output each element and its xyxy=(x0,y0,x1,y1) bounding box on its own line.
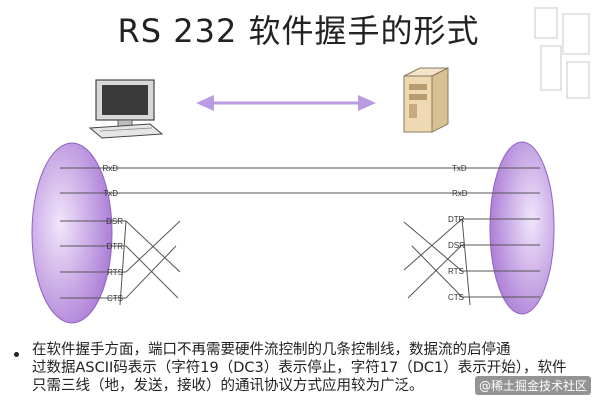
right-signal-cts: CTS xyxy=(448,293,464,302)
bullet-dot xyxy=(14,352,19,357)
right-signal-txd: TxD xyxy=(452,164,467,173)
computer-icon xyxy=(88,79,164,139)
source-watermark: @稀土掘金技术社区 xyxy=(474,376,591,395)
slide-title: RS 232 软件握手的形式 xyxy=(117,12,480,50)
left-signal-cts: CTS xyxy=(107,294,123,303)
server-icon xyxy=(403,67,449,133)
left-signal-rxd: RxD xyxy=(102,164,118,173)
right-signal-dtr: DTR xyxy=(448,215,465,224)
left-signal-dsr: DSR xyxy=(106,217,123,226)
description-paragraph: 在软件握手方面，端口不再需要硬件流控制的几条控制线，数据流的启停通 过数据ASC… xyxy=(32,341,592,395)
right-signal-dsr: DSR xyxy=(448,241,465,250)
paragraph-line-3: 只需三线（地，发送，接收）的通讯协议方式应用较为广泛。 xyxy=(32,378,424,394)
left-loopback-dtr-cts xyxy=(125,245,179,299)
paragraph-line-1: 在软件握手方面，端口不再需要硬件流控制的几条控制线，数据流的启停通 xyxy=(32,342,511,358)
handshake-diagram: RxD TxD DSR DTR RTS CTS TxD RxD DTR DSR … xyxy=(31,67,555,324)
bidirectional-arrow xyxy=(196,95,376,111)
left-connector-ellipse xyxy=(31,142,113,324)
left-signal-txd: TxD xyxy=(103,189,118,198)
paragraph-line-2: 过数据ASCII码表示（字符19（DC3）表示停止，字符17（DC1）表示开始）… xyxy=(32,360,567,376)
right-loopback-dtr-rts xyxy=(403,218,463,271)
left-signal-dtr: DTR xyxy=(107,242,124,251)
right-loopback-dsr-cts xyxy=(407,244,463,299)
left-signal-rts: RTS xyxy=(107,268,123,277)
right-signal-rxd: RxD xyxy=(452,189,468,198)
corner-decoration xyxy=(534,7,590,99)
right-signal-rts: RTS xyxy=(448,267,464,276)
